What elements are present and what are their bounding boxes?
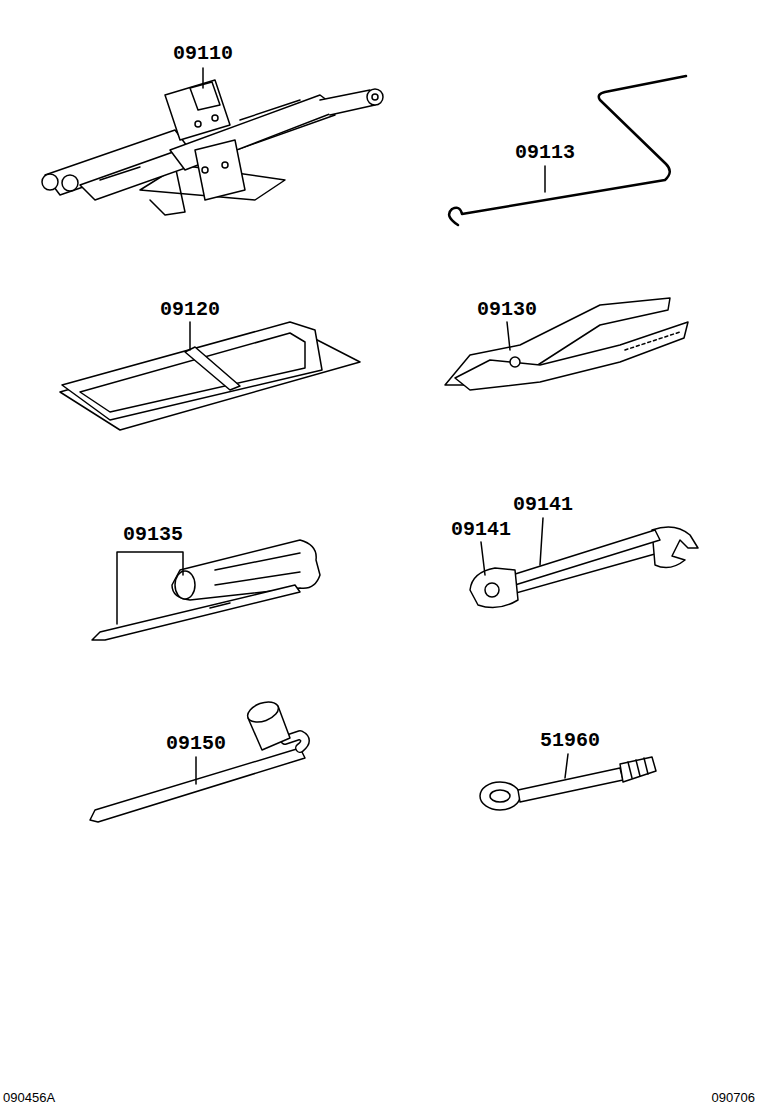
- leader-line: [507, 322, 510, 350]
- leader-line: [544, 166, 546, 192]
- jack-handle-drawing: [449, 76, 686, 225]
- drawing-code: 090456A: [3, 1091, 55, 1104]
- jack-drawing: [42, 80, 383, 215]
- part-number: 09120: [160, 300, 220, 320]
- part-number: 09113: [515, 143, 575, 163]
- tool-bag-drawing: [60, 322, 360, 430]
- leader-line: [202, 68, 204, 88]
- leader-line: [540, 518, 543, 565]
- lug-wrench-drawing: [90, 698, 305, 822]
- leader-line: [195, 757, 197, 784]
- leader-line: [481, 542, 485, 575]
- part-number: 09135: [123, 525, 183, 545]
- part-number: 09150: [166, 734, 226, 754]
- drawing-code: 090706: [712, 1091, 755, 1104]
- leader-line: [565, 754, 568, 778]
- part-number: 51960: [540, 731, 600, 751]
- part-number: 09141: [513, 495, 573, 515]
- leader-line: [189, 322, 191, 350]
- part-number: 09130: [477, 300, 537, 320]
- part-number: 09141: [451, 520, 511, 540]
- pliers-drawing: [445, 298, 688, 390]
- towing-eye-drawing: [480, 757, 656, 810]
- bracket: [117, 552, 183, 624]
- screwdriver-drawing: [92, 540, 320, 640]
- part-number: 09110: [173, 44, 233, 64]
